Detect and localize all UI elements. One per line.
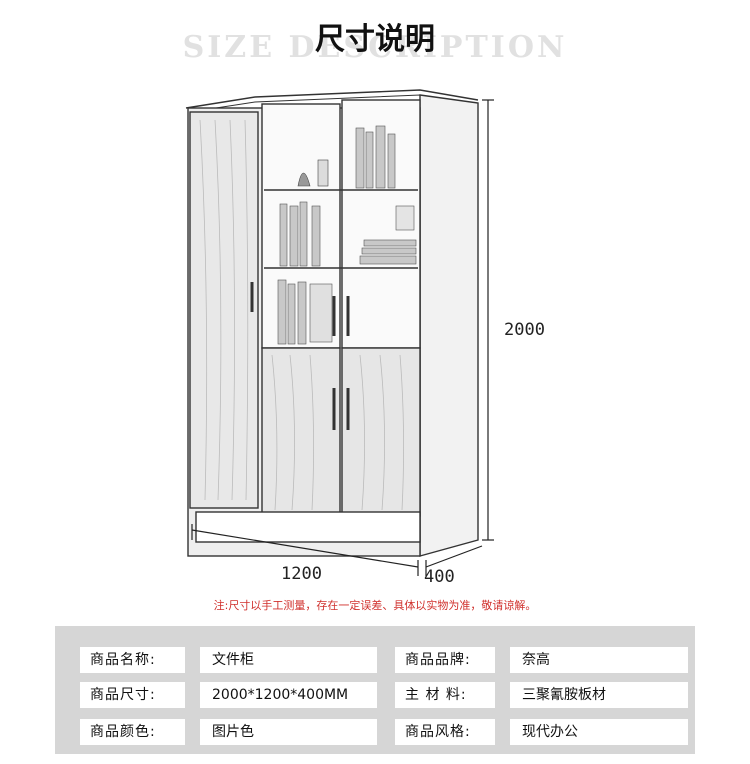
height-dimension-label: 2000 bbox=[504, 320, 545, 340]
width-dimension-label: 1200 bbox=[281, 564, 322, 584]
spec-label: 商品尺寸: bbox=[80, 682, 185, 708]
spec-label: 商品名称: bbox=[80, 647, 185, 673]
section-title: 尺寸说明 bbox=[315, 22, 435, 57]
spec-value: 文件柜 bbox=[200, 647, 377, 673]
spec-table: 商品名称: 文件柜 商品品牌: 奈高 商品尺寸: 2000*1200*400MM… bbox=[55, 626, 695, 754]
spec-value: 奈高 bbox=[510, 647, 688, 673]
measurement-note: 注:尺寸以手工测量，存在一定误差、具体以实物为准，敬请谅解。 bbox=[213, 599, 537, 612]
spec-value: 2000*1200*400MM bbox=[200, 682, 377, 708]
spec-label: 商品品牌: bbox=[395, 647, 495, 673]
spec-value: 现代办公 bbox=[510, 719, 688, 745]
depth-dimension-label: 400 bbox=[424, 567, 455, 587]
spec-value: 图片色 bbox=[200, 719, 377, 745]
spec-label: 主 材 料: bbox=[395, 682, 495, 708]
cabinet-drawing bbox=[185, 89, 494, 576]
spec-label: 商品颜色: bbox=[80, 719, 185, 745]
spec-value: 三聚氰胺板材 bbox=[510, 682, 688, 708]
spec-label: 商品风格: bbox=[395, 719, 495, 745]
section-title-en: SIZE DESCRIPTION bbox=[182, 30, 568, 65]
